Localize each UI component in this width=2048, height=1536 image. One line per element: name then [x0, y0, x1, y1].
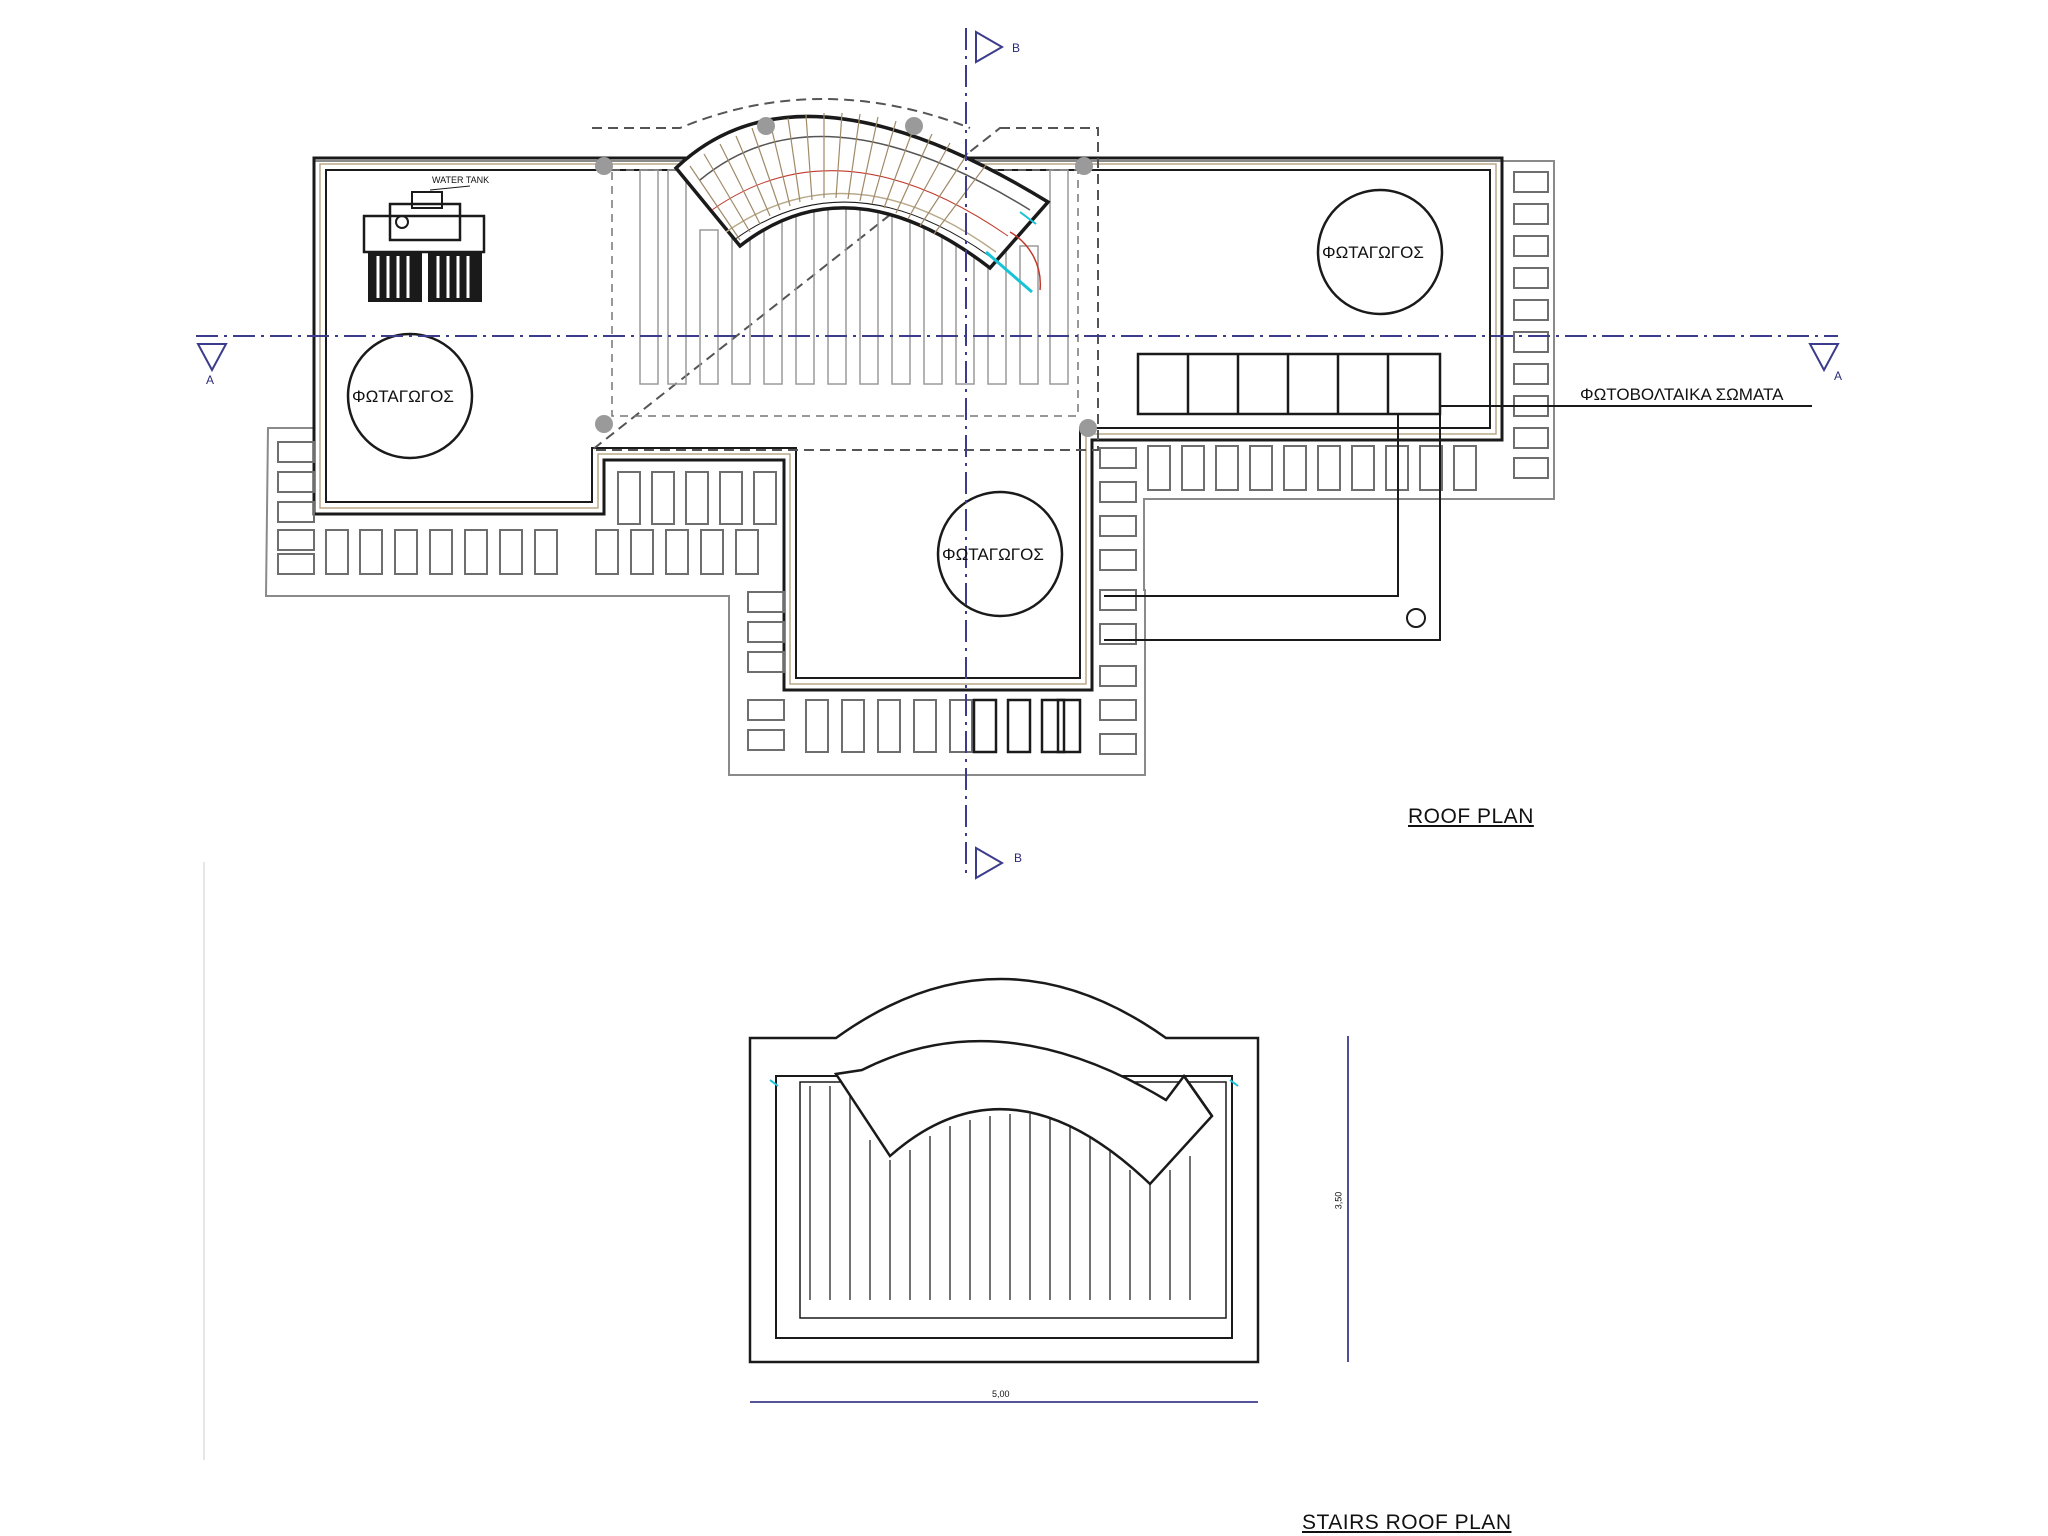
roof-plan-title: ROOF PLAN [1408, 805, 1534, 828]
tiles-tower-left [747, 591, 785, 751]
stairs-roof-plan-title: STAIRS ROOF PLAN [1302, 1511, 1512, 1534]
section-b-label-top: B [1012, 41, 1021, 55]
dimension-width-label: 5,00 [992, 1389, 1010, 1399]
tiles-right-bottom [1147, 445, 1477, 491]
roof-parapet-mid [319, 163, 1497, 685]
tiles-tower-bottom [805, 699, 973, 753]
pv-conduits [1104, 414, 1441, 641]
tiles-tower-right [1099, 447, 1137, 755]
water-tank-label: WATER TANK [432, 175, 490, 185]
stairs-roof-outline [748, 977, 1260, 1364]
stairs-roof-slats [809, 1086, 1191, 1300]
section-a-label-left: A [206, 373, 215, 387]
stair-slats [639, 169, 1069, 385]
section-markers [196, 30, 1840, 880]
stair-inner-dashed [611, 169, 1079, 417]
dimension-height-label: 3,50 [1333, 1191, 1344, 1210]
water-tank-symbol [362, 185, 486, 302]
stairs-roof-plan-drawing [748, 977, 1349, 1403]
section-axes [196, 28, 1838, 878]
photovoltaic-panels [1136, 352, 1442, 416]
skylight-label-left: ΦΩΤΑΓΩΓΟΣ [352, 387, 454, 406]
roof-slab-outline [312, 156, 1504, 692]
roof-plan-drawing [196, 28, 1840, 880]
drain-point [1406, 608, 1426, 628]
skylight-label-right: ΦΩΤΑΓΩΓΟΣ [1322, 243, 1424, 262]
tiles-left [277, 441, 315, 575]
stair-enclosure-dashed [589, 98, 1099, 451]
section-b-label-bottom: B [1014, 851, 1023, 865]
tiles-step [617, 471, 777, 525]
tiles-bottom-left [325, 529, 759, 575]
roof-parapet-inner [325, 169, 1491, 679]
columns [595, 117, 1097, 437]
stairs-roof-curved-cut [833, 1039, 1214, 1186]
stairs-roof-dimensions [750, 1036, 1349, 1403]
skylights [346, 188, 1444, 618]
photovoltaic-label: ΦΩΤΟΒΟΛΤΑΙΚΑ ΣΩΜΑΤΑ [1580, 385, 1784, 404]
section-a-label-right: A [1834, 369, 1843, 383]
skylight-label-center: ΦΩΤΑΓΩΓΟΣ [942, 545, 1044, 564]
tiles-tower-bottom-dark [972, 698, 1082, 754]
curved-stair [673, 112, 1051, 294]
tiles-right-side [1513, 171, 1549, 479]
